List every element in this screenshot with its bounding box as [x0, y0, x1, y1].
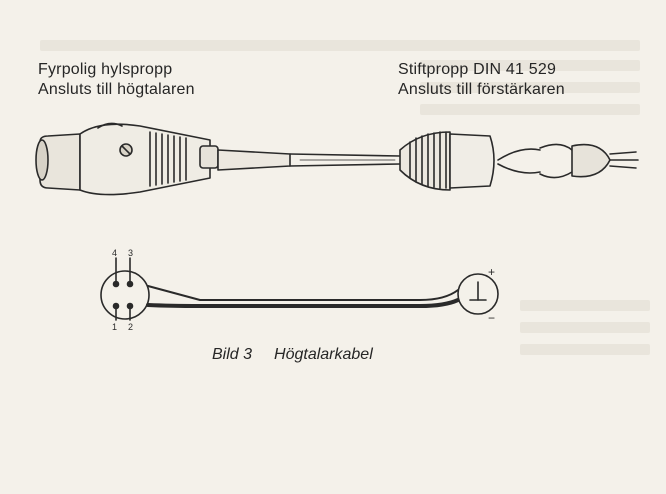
wiring-diagram	[100, 257, 499, 321]
right-connector-label: Stiftpropp DIN 41 529 Ansluts till först…	[398, 60, 565, 100]
pin-label-2: 2	[128, 322, 133, 332]
figure-caption: Bild 3 Högtalarkabel	[212, 346, 373, 364]
left-label-line1: Fyrpolig hylspropp	[38, 61, 173, 78]
figure-title: Högtalarkabel	[274, 346, 373, 363]
socket-connector-drawing	[35, 122, 291, 196]
cable-drawing	[289, 153, 401, 167]
pin-label-3: 3	[128, 248, 133, 258]
plus-sign: +	[488, 265, 495, 279]
left-label-line2: Ansluts till högtalaren	[38, 81, 195, 98]
pin-label-4: 4	[112, 248, 117, 258]
din-plug-drawing	[399, 131, 639, 191]
right-label-line2: Ansluts till förstärkaren	[398, 81, 565, 98]
left-connector-label: Fyrpolig hylspropp Ansluts till högtalar…	[38, 60, 195, 100]
figure-number: Bild 3	[212, 346, 253, 363]
pin-label-1: 1	[112, 322, 117, 332]
right-label-line1: Stiftpropp DIN 41 529	[398, 61, 557, 78]
minus-sign: −	[488, 311, 495, 325]
